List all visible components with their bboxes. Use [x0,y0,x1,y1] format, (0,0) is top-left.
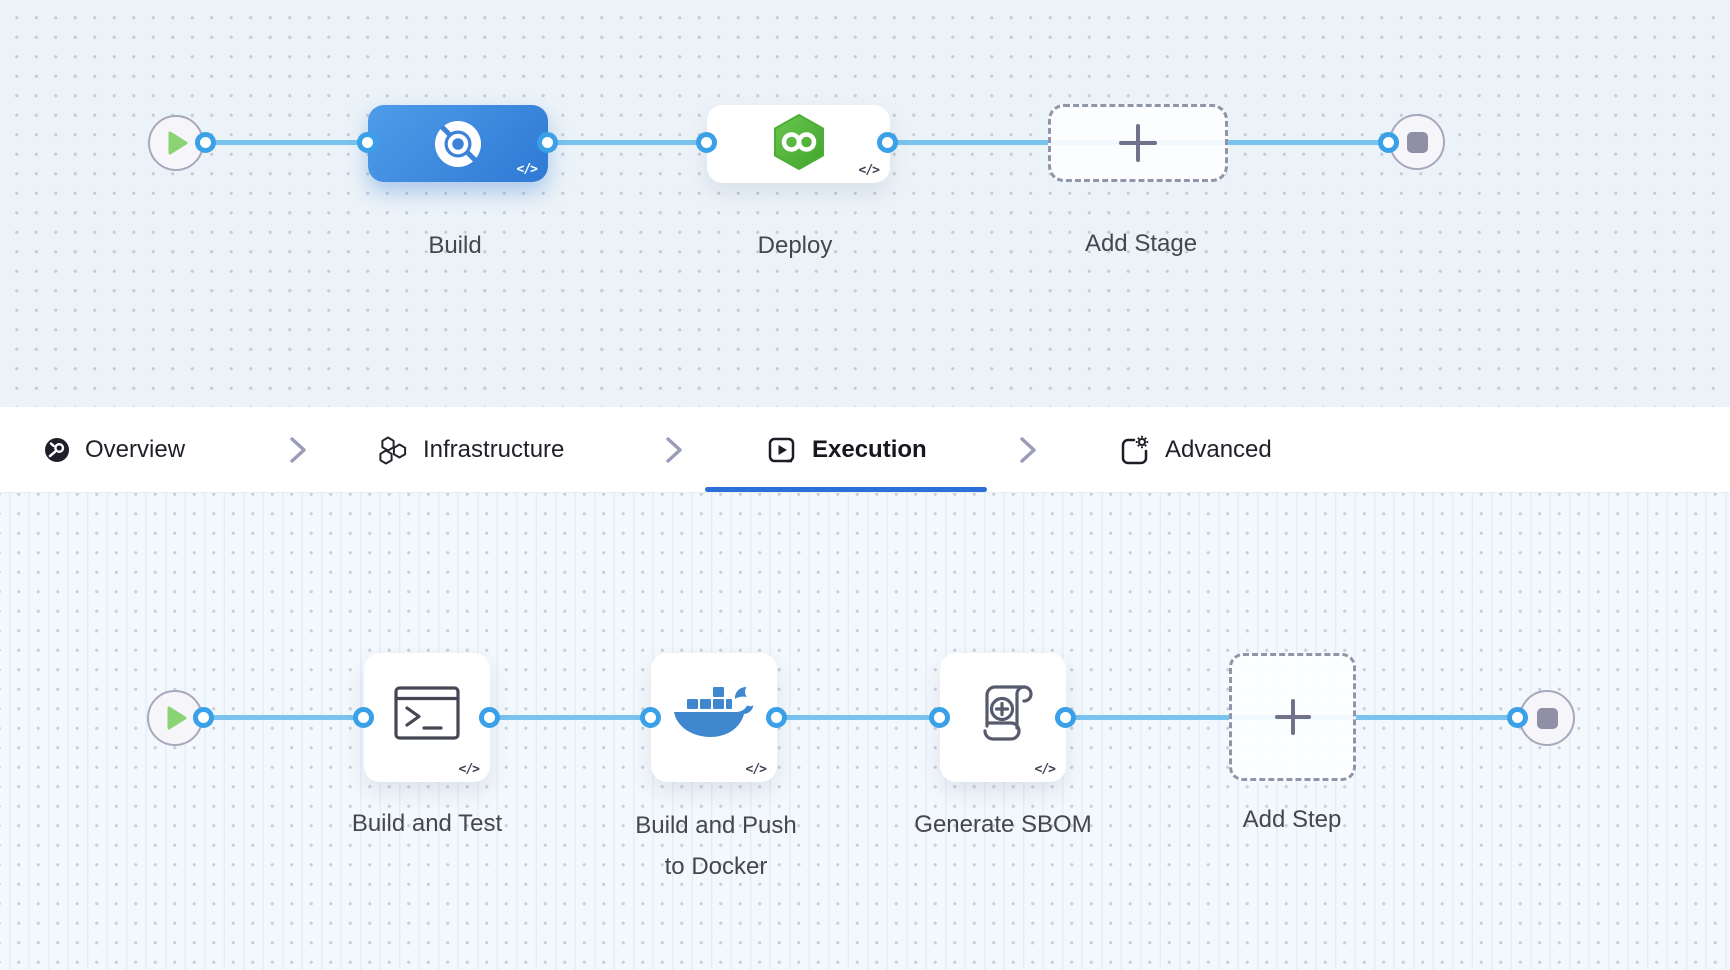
step-label: to Docker [664,853,768,880]
connector-dot[interactable] [696,132,717,153]
code-badge[interactable]: </> [858,163,881,178]
chevron-right-icon [290,437,306,463]
plus-icon [1119,124,1157,162]
tab-label: Infrastructure [423,435,565,463]
connector-dot[interactable] [929,707,950,728]
harness-deploy-hex-icon [773,114,824,170]
stage-card-deploy[interactable]: </> [707,105,890,183]
stop-icon [1536,707,1558,729]
execution-icon [768,437,795,463]
connector-dot[interactable] [766,707,787,728]
step-card-build-and-push-docker[interactable]: </> [651,653,777,782]
chevron-right-icon [1020,437,1036,463]
stage-config-tabbar: Overview Infrastructure Execution [0,407,1730,493]
connector-dot[interactable] [195,132,216,153]
stage-canvas[interactable]: </> </> Build Deploy Add Sta [0,0,1730,407]
add-stage-button[interactable] [1048,104,1228,182]
connector-dot[interactable] [1378,132,1399,153]
connector-dot[interactable] [357,132,378,153]
connector-dot[interactable] [640,707,661,728]
code-badge[interactable]: </> [1034,762,1057,777]
step-label: Build and Test [351,810,503,837]
chevron-right-icon [666,437,682,463]
pipeline-start-node [148,115,204,171]
play-icon [168,131,188,155]
code-badge[interactable]: </> [745,762,768,777]
active-tab-underline [705,487,987,492]
add-step-button[interactable] [1229,653,1356,781]
connector-dot[interactable] [353,707,374,728]
tab-execution[interactable]: Execution [766,407,927,492]
connector-dot[interactable] [479,707,500,728]
advanced-icon [1121,435,1149,464]
tab-label: Advanced [1165,435,1272,463]
play-icon [167,706,187,730]
pipeline-end-node [1519,690,1575,746]
connector-dot[interactable] [1507,707,1528,728]
stage-label: Build [428,232,482,259]
step-card-build-and-test[interactable]: </> [364,653,490,782]
add-stage-label: Add Stage [1084,230,1198,257]
step-label: Build and Push [635,812,797,839]
connector-dot[interactable] [537,132,558,153]
connector-dot[interactable] [877,132,898,153]
add-step-label: Add Step [1242,806,1342,833]
docker-icon [674,686,754,737]
tab-overview[interactable]: Overview [44,407,185,492]
tab-advanced[interactable]: Advanced [1118,407,1272,492]
terminal-icon [394,685,460,740]
infrastructure-icon [379,436,407,464]
tab-label: Overview [85,435,186,463]
stop-icon [1406,131,1428,153]
step-card-generate-sbom[interactable]: </> [940,653,1066,782]
tab-infrastructure[interactable]: Infrastructure [376,407,564,492]
step-label: Generate SBOM [914,811,1092,838]
sbom-scroll-icon [983,684,1033,741]
code-badge[interactable]: </> [516,162,539,177]
step-pipeline-line [175,715,1547,720]
connector-dot[interactable] [193,707,214,728]
connector-dot[interactable] [1055,707,1076,728]
plus-icon [1274,699,1311,735]
overview-icon [45,437,69,462]
stage-card-build[interactable]: </> [368,105,548,182]
execution-step-canvas[interactable]: </> </> [0,493,1730,970]
code-badge[interactable]: </> [458,762,481,777]
tab-label: Execution [812,435,927,463]
stage-label: Deploy [757,232,833,259]
harness-build-icon [435,120,481,167]
